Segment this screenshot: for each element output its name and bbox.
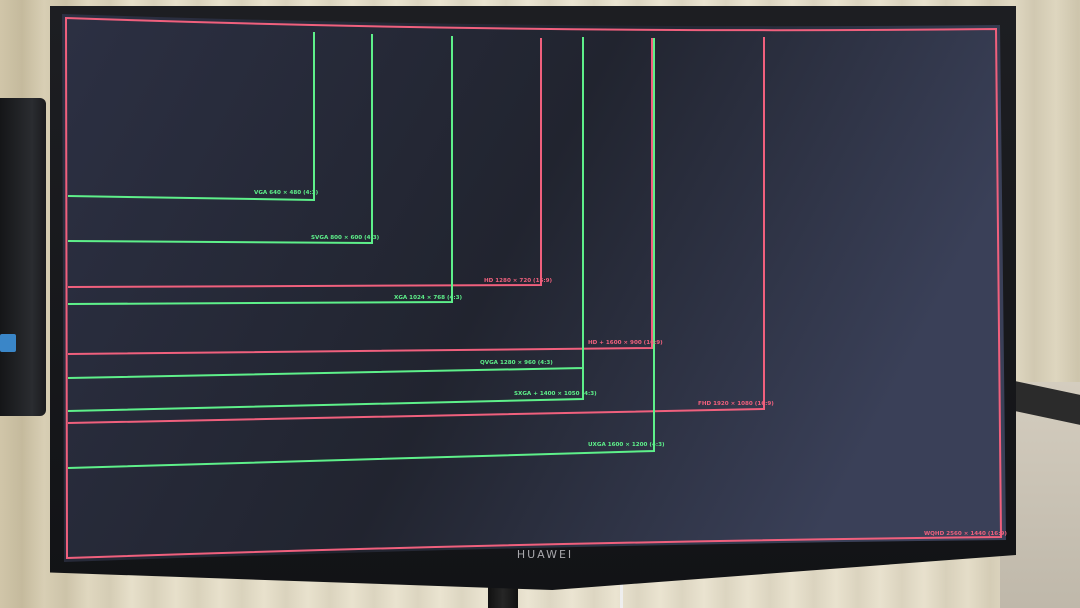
hd-outline: [67, 38, 542, 288]
label-sxga-plus: SXGA + 1400 × 1050 (4:3): [514, 391, 597, 397]
label-hd: HD 1280 × 720 (16:9): [484, 278, 553, 284]
uxga-outline: [67, 38, 655, 469]
sxga-plus-outline: [67, 37, 584, 412]
label-wqhd: WQHD 2560 × 1440 (16:9): [924, 531, 1007, 537]
hd-plus-outline: [67, 38, 653, 355]
power-cable: [620, 565, 645, 608]
label-hd-plus: HD + 1600 × 900 (16:9): [588, 340, 663, 346]
screen-surface: [62, 14, 1006, 562]
label-svga: SVGA 800 × 600 (4:3): [311, 235, 380, 241]
label-qvga: QVGA 1280 × 960 (4:3): [480, 360, 553, 366]
speaker-badge: [0, 334, 16, 352]
fhd-outline: [67, 37, 765, 424]
monitor-brand-logo: HUAWEI: [516, 548, 574, 561]
speaker: [0, 98, 46, 416]
label-xga: XGA 1024 × 768 (4:3): [394, 295, 463, 301]
wqhd-frame: [64, 16, 1003, 560]
label-fhd: FHD 1920 × 1080 (16:9): [698, 401, 774, 407]
label-uxga: UXGA 1600 × 1200 (4:3): [588, 442, 665, 448]
vga-outline: [67, 32, 315, 202]
xga-outline: [67, 36, 453, 305]
label-vga: VGA 640 × 480 (4:3): [254, 190, 319, 196]
svga-outline: [67, 34, 373, 245]
